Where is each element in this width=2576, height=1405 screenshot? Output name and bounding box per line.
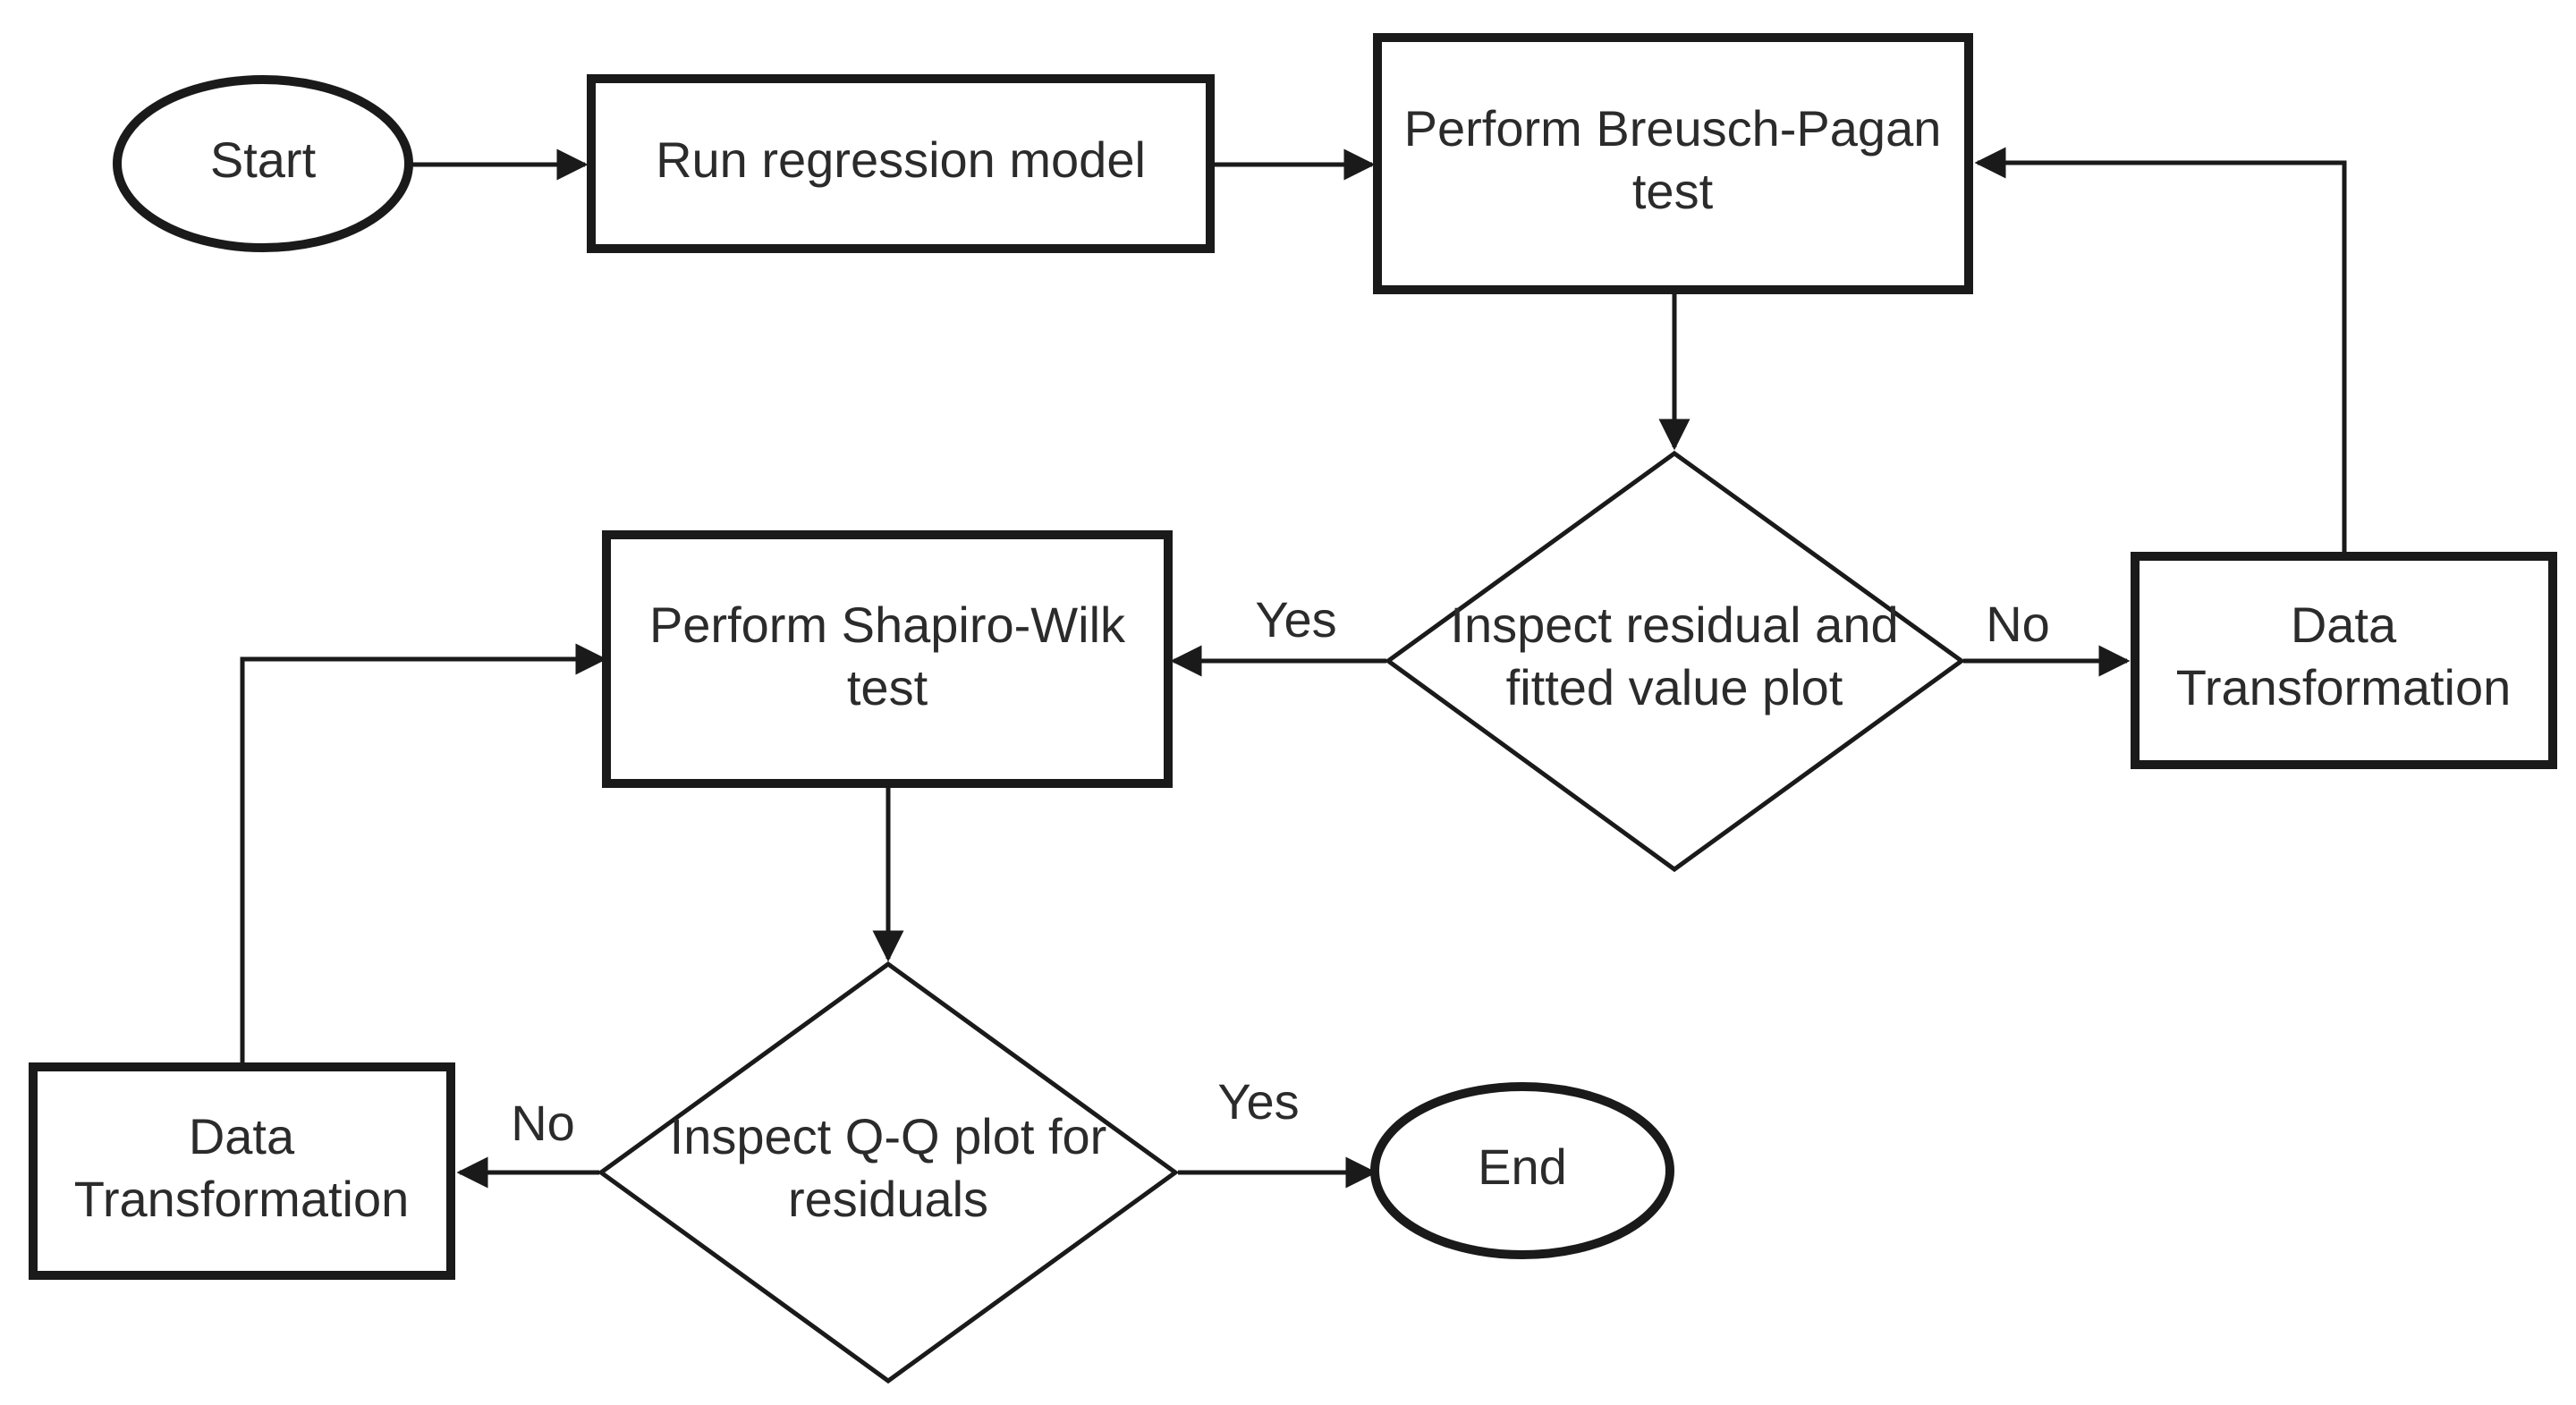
data-transformation-left-label-line2: Transformation bbox=[74, 1171, 410, 1227]
run-regression-node: Run regression model bbox=[587, 74, 1215, 253]
inspect-residual-decision: Inspect residual and fitted value plot bbox=[1384, 450, 1966, 873]
inspect-qq-decision: Inspect Q-Q plot for residuals bbox=[597, 961, 1180, 1384]
data-transformation-right-label-line1: Data bbox=[2291, 597, 2397, 653]
inspect-residual-label-line1: Inspect residual and bbox=[1450, 597, 1898, 653]
end-node: End bbox=[1370, 1082, 1674, 1259]
breusch-pagan-label-line1: Perform Breusch-Pagan bbox=[1404, 100, 1942, 157]
inspect-qq-label-line2: residuals bbox=[788, 1171, 988, 1227]
edge-label-qq-no: No bbox=[511, 1095, 575, 1151]
shapiro-wilk-node: Perform Shapiro-Wilk test bbox=[602, 530, 1173, 788]
shapiro-wilk-label-line1: Perform Shapiro-Wilk bbox=[649, 597, 1126, 653]
end-label: End bbox=[1478, 1138, 1567, 1195]
start-node: Start bbox=[113, 75, 413, 252]
edge-label-residual-no: No bbox=[1986, 596, 2050, 652]
breusch-pagan-node: Perform Breusch-Pagan test bbox=[1373, 33, 1973, 294]
inspect-residual-label-line2: fitted value plot bbox=[1506, 659, 1843, 715]
inspect-qq-label-line1: Inspect Q-Q plot for bbox=[670, 1108, 1107, 1164]
data-transformation-right-label-line2: Transformation bbox=[2176, 659, 2512, 715]
data-transformation-left-label-line1: Data bbox=[189, 1108, 295, 1164]
edges bbox=[240, 147, 2347, 1189]
shapiro-wilk-label-line2: test bbox=[847, 659, 928, 715]
data-transformation-left-node: Data Transformation bbox=[29, 1062, 455, 1280]
data-transformation-right-node: Data Transformation bbox=[2131, 552, 2557, 769]
start-label: Start bbox=[210, 131, 317, 188]
edge-data-transformation-right-to-breusch-pagan bbox=[1974, 147, 2347, 553]
breusch-pagan-label-line2: test bbox=[1632, 163, 1714, 219]
edge-label-qq-yes: Yes bbox=[1217, 1073, 1299, 1130]
edge-data-transformation-left-to-shapiro-wilk bbox=[240, 643, 607, 1062]
run-regression-label: Run regression model bbox=[656, 131, 1146, 188]
edge-label-residual-yes: Yes bbox=[1255, 591, 1336, 647]
